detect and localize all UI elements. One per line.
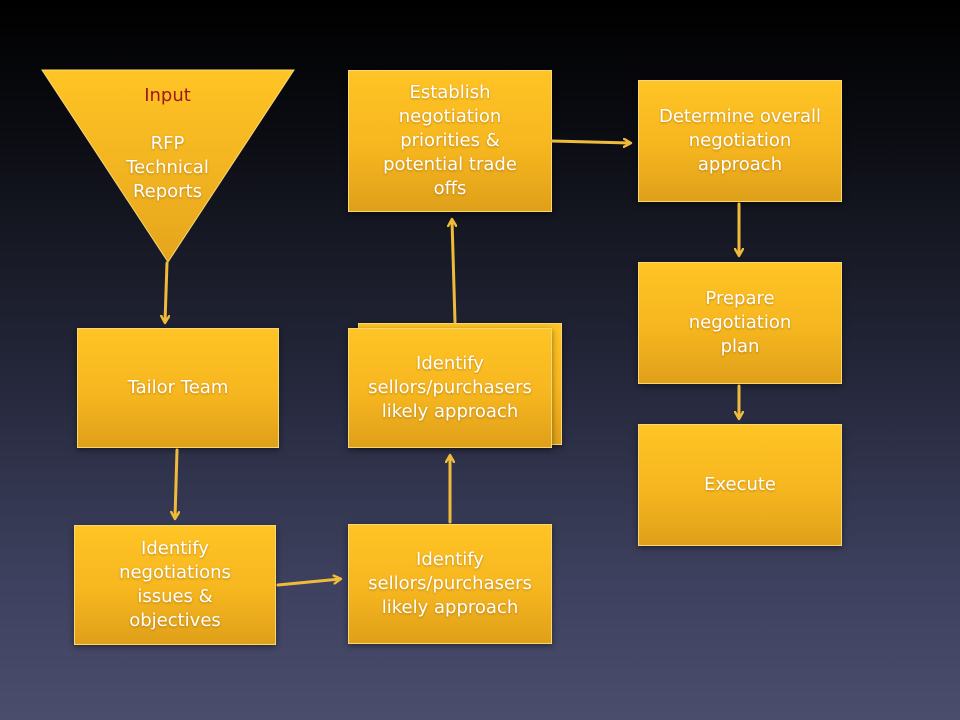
identify-issues-box: Identify negotiations issues & objective… bbox=[74, 525, 276, 645]
determine-approach-box: Determine overall negotiation approach bbox=[638, 80, 842, 202]
input-label: Input bbox=[144, 85, 191, 106]
identify-approach-lower-label: Identify sellors/purchasers likely appro… bbox=[368, 549, 532, 618]
identify-approach-lower-box: Identify sellors/purchasers likely appro… bbox=[348, 524, 552, 644]
prepare-plan-box: Prepare negotiation plan bbox=[638, 262, 842, 384]
tailor-team-box: Tailor Team bbox=[77, 328, 279, 448]
execute-box: Execute bbox=[638, 424, 842, 546]
identify-approach-upper-box: Identify sellors/purchasers likely appro… bbox=[348, 328, 552, 448]
establish-priorities-box: Establish negotiation priorities & poten… bbox=[348, 70, 552, 212]
input-items: RFP Technical Reports bbox=[126, 133, 209, 202]
execute-label: Execute bbox=[704, 474, 776, 495]
arrow-input-to-tailor bbox=[165, 261, 167, 322]
identify-approach-upper-label: Identify sellors/purchasers likely appro… bbox=[368, 353, 532, 422]
arrow-establish-to-determine bbox=[550, 141, 630, 143]
tailor-team-label: Tailor Team bbox=[127, 377, 229, 398]
arrow-issues-to-approach bbox=[276, 579, 340, 587]
input-triangle-text: Input RFP Technical Reports bbox=[80, 60, 255, 228]
establish-priorities-label: Establish negotiation priorities & poten… bbox=[383, 82, 517, 199]
arrow-upper-to-establish bbox=[452, 220, 455, 324]
determine-approach-label: Determine overall negotiation approach bbox=[658, 106, 822, 175]
prepare-plan-label: Prepare negotiation plan bbox=[688, 288, 792, 357]
identify-issues-label: Identify negotiations issues & objective… bbox=[119, 538, 231, 631]
arrow-tailor-to-issues bbox=[175, 448, 177, 518]
